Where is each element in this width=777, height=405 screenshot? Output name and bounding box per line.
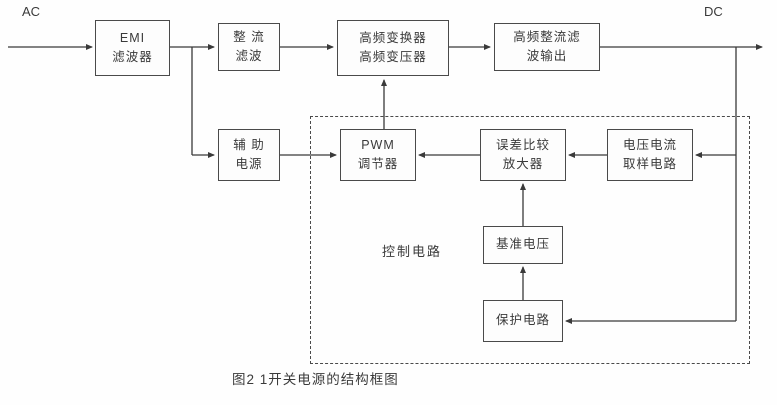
control-circuit-boundary <box>310 116 750 364</box>
pwm-regulator-block: PWM 调节器 <box>340 129 416 181</box>
error-amplifier-block: 误差比较 放大器 <box>480 129 566 181</box>
hf-rectifier-output-line2: 波输出 <box>526 49 568 63</box>
aux-power-block: 辅 助 电源 <box>218 129 280 181</box>
pwm-regulator-line2: 调节器 <box>357 157 399 171</box>
sampling-circuit-block: 电压电流 取样电路 <box>607 129 693 181</box>
aux-power-line1: 辅 助 <box>233 137 265 152</box>
protection-circuit-block: 保护电路 <box>483 300 563 342</box>
figure-caption: 图2 1开关电源的结构框图 <box>232 372 399 387</box>
protection-circuit-line1: 保护电路 <box>495 313 550 328</box>
reference-voltage-block: 基准电压 <box>483 226 563 264</box>
aux-power-line2: 电源 <box>235 157 263 171</box>
sampling-circuit-line1: 电压电流 <box>622 137 677 152</box>
dc-label: DC <box>704 4 723 19</box>
control-circuit-label: 控制电路 <box>382 244 443 259</box>
hf-rectifier-output-line1: 高频整流滤 <box>513 29 581 44</box>
hf-rectifier-output-block: 高频整流滤 波输出 <box>494 23 600 71</box>
pwm-regulator-line1: PWM <box>361 137 395 152</box>
hf-converter-line2: 高频变压器 <box>359 50 427 64</box>
error-amplifier-line2: 放大器 <box>502 157 544 171</box>
ac-label: AC <box>22 4 41 19</box>
rectifier-filter-line2: 滤波 <box>235 49 263 63</box>
rectifier-filter-line1: 整 流 <box>233 29 265 44</box>
error-amplifier-line1: 误差比较 <box>495 137 550 152</box>
hf-converter-line1: 高频变换器 <box>359 30 427 45</box>
sampling-circuit-line2: 取样电路 <box>622 157 677 171</box>
emi-filter-block: EMI 滤波器 <box>95 20 170 76</box>
emi-filter-line2: 滤波器 <box>112 50 153 64</box>
emi-filter-line1: EMI <box>119 30 146 45</box>
hf-converter-block: 高频变换器 高频变压器 <box>337 20 449 76</box>
reference-voltage-line1: 基准电压 <box>495 237 550 252</box>
rectifier-filter-block: 整 流 滤波 <box>218 23 280 71</box>
